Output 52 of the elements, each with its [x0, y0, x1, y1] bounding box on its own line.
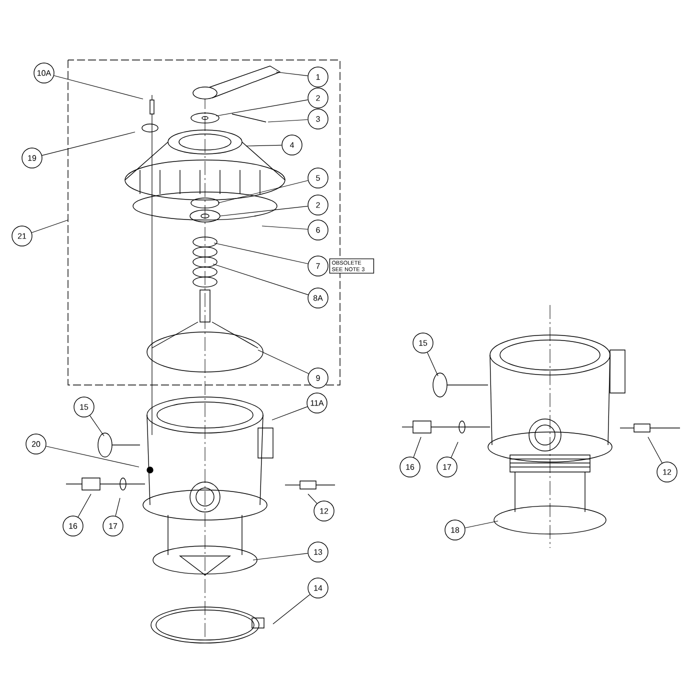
callout-number: 10A [34, 62, 54, 84]
leader-line [262, 226, 308, 230]
callout-number: 14 [308, 578, 328, 598]
leader-line [268, 119, 308, 122]
leader-line [42, 132, 136, 156]
callout-number: 1 [308, 66, 328, 88]
callout-number: 6 [308, 220, 328, 240]
leader-line [218, 180, 308, 204]
callout-number: 21 [12, 226, 32, 246]
leader-line [214, 242, 308, 264]
callout-number: 4 [282, 134, 302, 156]
leader-line [276, 72, 308, 76]
leader-line [450, 442, 458, 458]
callout-number: 12 [314, 500, 334, 522]
leader-line [308, 494, 318, 504]
leader-line [115, 498, 120, 516]
leader-line [272, 406, 308, 420]
leader-line [427, 352, 438, 376]
callout-number: 17 [436, 456, 458, 478]
callout-number: 17 [102, 516, 124, 536]
leader-line [212, 264, 308, 296]
leader-line [252, 552, 308, 560]
callout-number: 2 [308, 88, 328, 108]
leader-line [46, 446, 140, 468]
callout-number: 7 [308, 256, 328, 276]
callout-number: 19 [22, 148, 42, 168]
leader-line [272, 594, 310, 624]
leader-line [31, 220, 68, 233]
callout-number: 3 [308, 108, 328, 130]
callout-number: 11A [306, 392, 328, 414]
callout-number: 13 [308, 542, 328, 562]
leader-line [78, 494, 92, 518]
callout-number: 15 [412, 332, 434, 354]
callout-number: 20 [26, 434, 46, 454]
leader-line [216, 100, 308, 116]
leader-line [246, 144, 282, 146]
leader-line [648, 436, 662, 464]
callout-number: 18 [444, 520, 466, 540]
leader-line [90, 415, 104, 436]
callout-number: 15 [74, 396, 94, 418]
leader-line [464, 520, 498, 528]
leader-line [413, 436, 422, 458]
leader-line [220, 206, 308, 216]
callout-number: 2 [308, 194, 328, 216]
callout-number: 12 [656, 462, 678, 482]
callout-number: 16 [62, 516, 84, 536]
callout-number: 16 [400, 456, 420, 478]
callout-number: 8A [308, 288, 328, 308]
callout-number: 5 [308, 168, 328, 188]
callout-number: 9 [308, 368, 328, 388]
leader-line [258, 350, 309, 374]
leader-line [54, 75, 144, 100]
